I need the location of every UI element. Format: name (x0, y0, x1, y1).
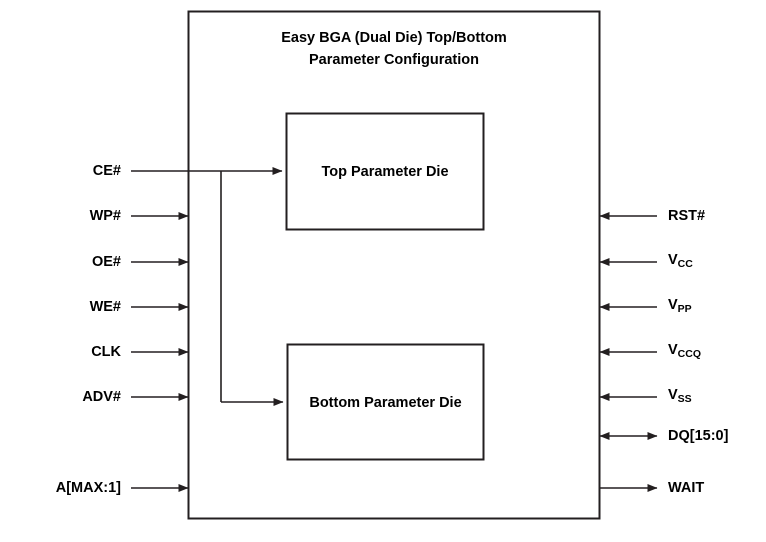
signal-label-vccq-subscript: CCQ (677, 347, 702, 360)
signal-label-dq: DQ[15:0] (668, 429, 728, 444)
diagram-title-line-2: Parameter Configuration (309, 52, 479, 69)
signal-label-wait: WAIT (668, 481, 704, 496)
signal-label-vcc: VCC (668, 253, 693, 269)
signal-label-vcc-subscript: CC (677, 257, 693, 270)
signal-label-dq-base: DQ[15:0] (668, 428, 729, 444)
signal-label-vpp-subscript: PP (677, 302, 692, 315)
signal-label-vpp: VPP (668, 298, 692, 314)
signal-label-vss: VSS (668, 388, 692, 404)
signal-label-address: A[MAX:1] (55, 480, 121, 496)
diagram-title-line-1: Easy BGA (Dual Die) Top/Bottom (281, 30, 507, 46)
diagram-title: Easy BGA (Dual Die) Top/Bottom Parameter… (188, 27, 600, 72)
signal-label-vcc-base: V (668, 252, 678, 268)
top-parameter-die-box (285, 112, 485, 231)
signal-label-vss-base: V (668, 387, 678, 403)
signal-label-rst-base: RST# (668, 208, 706, 224)
signal-label-adv: ADV# (82, 389, 121, 405)
signal-label-vccq: VCCQ (668, 343, 701, 359)
signal-label-vss-subscript: SS (677, 392, 692, 405)
signal-label-wait-base: WAIT (668, 480, 705, 496)
signal-label-we: WE# (89, 299, 121, 315)
signal-label-oe: OE# (91, 254, 121, 270)
signal-label-ce: CE# (92, 163, 121, 179)
signal-label-vpp-base: V (668, 297, 678, 313)
signal-label-clk: CLK (91, 344, 121, 360)
signal-label-vccq-base: V (668, 342, 678, 358)
signal-line-ce (131, 167, 284, 406)
bottom-parameter-die-label: Bottom Parameter Die (309, 395, 462, 411)
signal-label-wp: WP# (89, 208, 121, 224)
top-parameter-die-label: Top Parameter Die (321, 164, 449, 180)
signal-label-rst: RST# (668, 209, 705, 224)
bottom-parameter-die-box (286, 343, 485, 461)
